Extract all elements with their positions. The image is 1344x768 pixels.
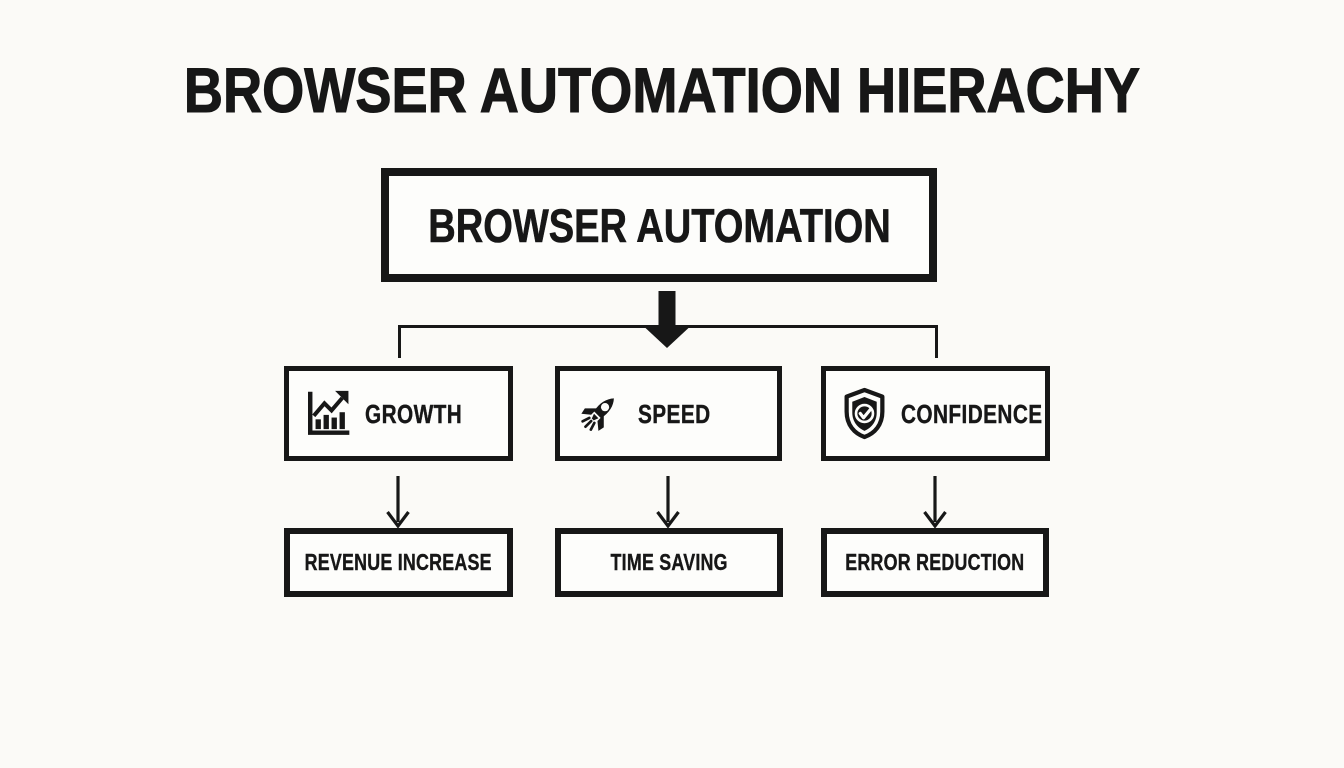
outcome-node-revenue-increase: REVENUE INCREASE [284, 528, 513, 597]
branch-label: SPEED [638, 398, 711, 429]
root-node-label: BROWSER AUTOMATION [427, 198, 891, 252]
thin-down-arrow-icon [386, 476, 410, 528]
thin-down-arrow-icon [923, 476, 947, 528]
branch-bracket-right-drop [935, 325, 938, 358]
branch-bracket-horizontal [398, 325, 938, 328]
page-title-text: BROWSER AUTOMATION HIERACHY [183, 56, 1141, 126]
outcome-label: REVENUE INCREASE [304, 548, 493, 575]
outcome-label: TIME SAVING [610, 548, 728, 575]
branch-bracket-left-drop [398, 325, 401, 358]
branch-label: CONFIDENCE [901, 398, 1043, 429]
rocket-icon [575, 388, 625, 440]
shield-check-icon [841, 387, 888, 440]
thin-down-arrow-icon [656, 476, 680, 528]
branch-node-confidence: CONFIDENCE [821, 366, 1050, 461]
branch-label: GROWTH [365, 398, 463, 429]
solid-down-arrow-icon [645, 291, 689, 348]
outcome-node-error-reduction: ERROR REDUCTION [821, 528, 1049, 597]
root-node-browser-automation: BROWSER AUTOMATION [381, 168, 937, 282]
branch-node-speed: SPEED [555, 366, 782, 461]
outcome-node-time-saving: TIME SAVING [555, 528, 783, 597]
outcome-label: ERROR REDUCTION [845, 548, 1025, 575]
branch-node-growth: GROWTH [284, 366, 513, 461]
growth-chart-icon [304, 389, 352, 439]
page-title: BROWSER AUTOMATION HIERACHY [0, 56, 1324, 126]
